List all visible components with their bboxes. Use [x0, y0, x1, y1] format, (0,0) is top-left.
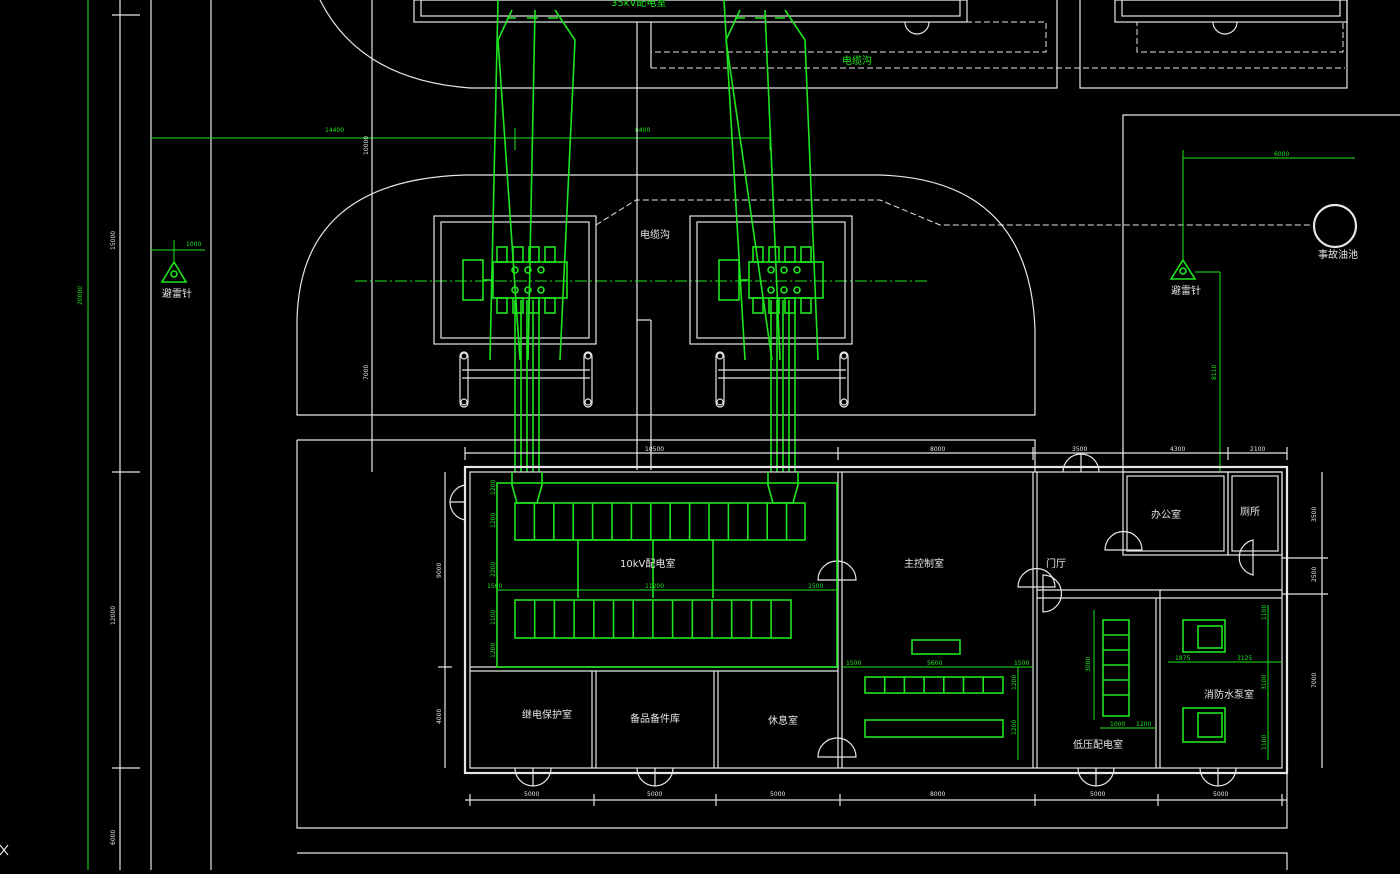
transformer-yard: 电缆沟	[296, 174, 1310, 470]
dim-1500a: 1500	[487, 583, 502, 590]
dim-5000c: 5000	[770, 791, 785, 798]
dim-1100: 1100	[490, 610, 497, 625]
dim-1200c: 1200	[490, 643, 497, 658]
dim-15000: 15000	[110, 231, 117, 250]
room-35kv-switchgear: 35kV配电室	[611, 0, 666, 9]
dim-3100: 3100	[1261, 675, 1268, 690]
dim-8000b: 8000	[930, 791, 945, 798]
dim-5000e: 5000	[1213, 791, 1228, 798]
dim-3125: 3125	[1237, 655, 1252, 662]
lv-distribution-room: 3000 1000 1200 低压配电室	[1073, 610, 1155, 751]
dim-2200: 2200	[490, 562, 497, 577]
lightning-rod-left-label: 避雷针	[162, 287, 192, 300]
lightning-rod-left: 1000 避雷针	[150, 240, 205, 300]
room-office: 办公室	[1151, 508, 1181, 521]
road-left	[87, 0, 212, 870]
dim-1100-fp2: 1100	[1261, 735, 1268, 750]
dim-3500: 3500	[1072, 446, 1087, 453]
main-control-room: 主控制室 1500 5600 1500 1200 1200	[842, 557, 1033, 760]
dim-2100: 2100	[1250, 446, 1265, 453]
cable-trench-label: 电缆沟	[640, 228, 670, 241]
lightning-rod-right: 6000 避雷针 8110	[1169, 150, 1355, 472]
dim-9000: 9000	[436, 563, 443, 578]
dim-8110: 8110	[1211, 365, 1218, 380]
dim-6000: 6000	[110, 830, 117, 845]
room-toilet: 厕所	[1240, 506, 1260, 518]
dim-12000: 12000	[110, 606, 117, 625]
room-main-control: 主控制室	[904, 557, 944, 570]
dim-7000r: 7000	[1311, 673, 1318, 688]
dim-5000b: 5000	[647, 791, 662, 798]
fire-pump-room: 1875 3125 1100 3100 1100 消防水泵室	[1168, 605, 1282, 760]
room-fire-pump: 消防水泵室	[1204, 688, 1254, 701]
dim-1100-fp: 1100	[1261, 605, 1268, 620]
switchgear-10kv: 10kV配电室 1500 11200 1500 1200 1200 2200 1…	[487, 472, 838, 668]
dim-3500r: 3500	[1311, 507, 1318, 522]
site-outline	[297, 439, 1036, 472]
dim-8000a: 8000	[930, 446, 945, 453]
dim-5000a: 5000	[524, 791, 539, 798]
dim-5600: 5600	[927, 660, 942, 667]
switchgear-row-top	[514, 502, 806, 541]
room-10kv-switchgear: 10kV配电室	[620, 557, 675, 570]
dim-chain-top	[464, 447, 1288, 460]
dim-1000-lv: 1000	[1110, 721, 1125, 728]
accident-oil-pool-label: 事故油池	[1318, 248, 1358, 261]
dim-7000: 7000	[363, 365, 370, 380]
cable-feeders	[489, 0, 819, 472]
accident-oil-pool: 事故油池	[1312, 203, 1358, 261]
room-lv-distribution: 低压配电室	[1073, 738, 1123, 751]
dim-2500: 2500	[1311, 567, 1318, 582]
lightning-rod-right-label: 避雷针	[1171, 284, 1201, 297]
dim-1000-left: 1000	[186, 241, 201, 248]
dim-1200-lv: 1200	[1136, 721, 1151, 728]
dim-4300: 4300	[1170, 446, 1185, 453]
dim-11200: 11200	[645, 583, 664, 590]
dim-1200a: 1200	[490, 480, 497, 495]
room-spare-parts: 备品备件库	[630, 712, 680, 725]
dim-1500d: 1500	[1014, 660, 1029, 667]
room-rest: 休息室	[768, 714, 798, 727]
dim-1500c: 1500	[846, 660, 861, 667]
dim-14400: 14400	[325, 127, 344, 134]
dim-10500: 10500	[645, 446, 664, 453]
building-35kv: 35kV配电室 电缆沟	[319, 0, 1348, 320]
ucs-cross-icon	[0, 844, 9, 856]
dim-3000: 3000	[1085, 657, 1092, 672]
dim-1875: 1875	[1175, 655, 1190, 662]
room-lobby: 门厅	[1046, 557, 1066, 570]
dim-1200d: 1200	[1011, 675, 1018, 690]
dim-1200b: 1200	[490, 513, 497, 528]
dim-chain-bottom	[465, 794, 1287, 806]
transformer-1	[433, 215, 597, 408]
dim-4000: 4000	[436, 709, 443, 724]
site-boundary-right	[1122, 114, 1400, 472]
dim-10000: 10000	[363, 136, 370, 155]
dim-8400: 8400	[635, 127, 650, 134]
room-relay-protection: 继电保护室	[522, 708, 572, 721]
dim-5000d: 5000	[1090, 791, 1105, 798]
dim-1500b: 1500	[808, 583, 823, 590]
cable-trench-top-label: 电缆沟	[842, 54, 872, 67]
main-building	[449, 453, 1289, 787]
dim-1200e: 1200	[1011, 720, 1018, 735]
dim-20000: 20000	[77, 286, 84, 305]
dim-6000-right: 6000	[1274, 151, 1289, 158]
